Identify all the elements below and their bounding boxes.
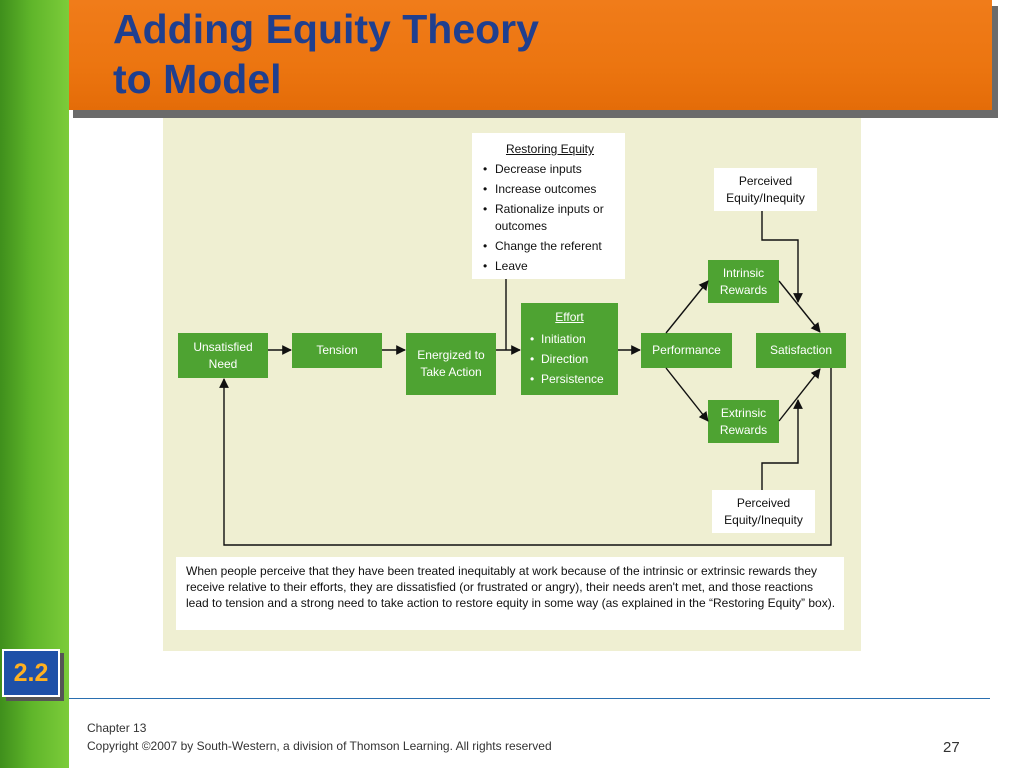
effort-box: Effort Initiation Direction Persistence: [521, 303, 618, 395]
restoring-equity-heading: Restoring Equity: [505, 142, 595, 156]
header-banner: [69, 0, 992, 110]
title-line-2: to Model: [113, 56, 282, 102]
effort-item: Direction: [530, 349, 618, 369]
effort-item: Initiation: [530, 329, 618, 349]
footer-divider: [69, 698, 990, 699]
restoring-equity-item: Leave: [483, 258, 617, 275]
unsatisfied-need-box: Unsatisfied Need: [178, 333, 268, 378]
restoring-equity-box: Restoring Equity Decrease inputs Increas…: [472, 133, 625, 279]
section-badge: 2.2: [2, 649, 60, 697]
restoring-equity-list: Decrease inputs Increase outcomes Ration…: [483, 161, 617, 275]
footer-chapter: Chapter 13: [87, 721, 147, 735]
tension-box: Tension: [292, 333, 382, 368]
satisfaction-box: Satisfaction: [756, 333, 846, 368]
energized-box: Energized to Take Action: [406, 333, 496, 395]
page-number: 27: [943, 739, 960, 756]
diagram-caption: When people perceive that they have been…: [176, 557, 844, 630]
left-sidebar-bar: [0, 0, 69, 768]
extrinsic-rewards-box: Extrinsic Rewards: [708, 400, 779, 443]
slide-title: Adding Equity Theory to Model: [113, 4, 539, 104]
perceived-equity-bottom-box: Perceived Equity/Inequity: [712, 490, 815, 533]
performance-box: Performance: [641, 333, 732, 368]
effort-heading: Effort: [555, 310, 584, 324]
title-line-1: Adding Equity Theory: [113, 6, 539, 52]
intrinsic-rewards-box: Intrinsic Rewards: [708, 260, 779, 303]
footer-copyright: Copyright ©2007 by South-Western, a divi…: [87, 739, 552, 753]
restoring-equity-item: Rationalize inputs or outcomes: [483, 201, 617, 235]
restoring-equity-item: Decrease inputs: [483, 161, 617, 178]
effort-item: Persistence: [530, 369, 618, 389]
effort-list: Initiation Direction Persistence: [530, 329, 618, 389]
perceived-equity-top-box: Perceived Equity/Inequity: [714, 168, 817, 211]
restoring-equity-item: Change the referent: [483, 238, 617, 255]
restoring-equity-item: Increase outcomes: [483, 181, 617, 198]
